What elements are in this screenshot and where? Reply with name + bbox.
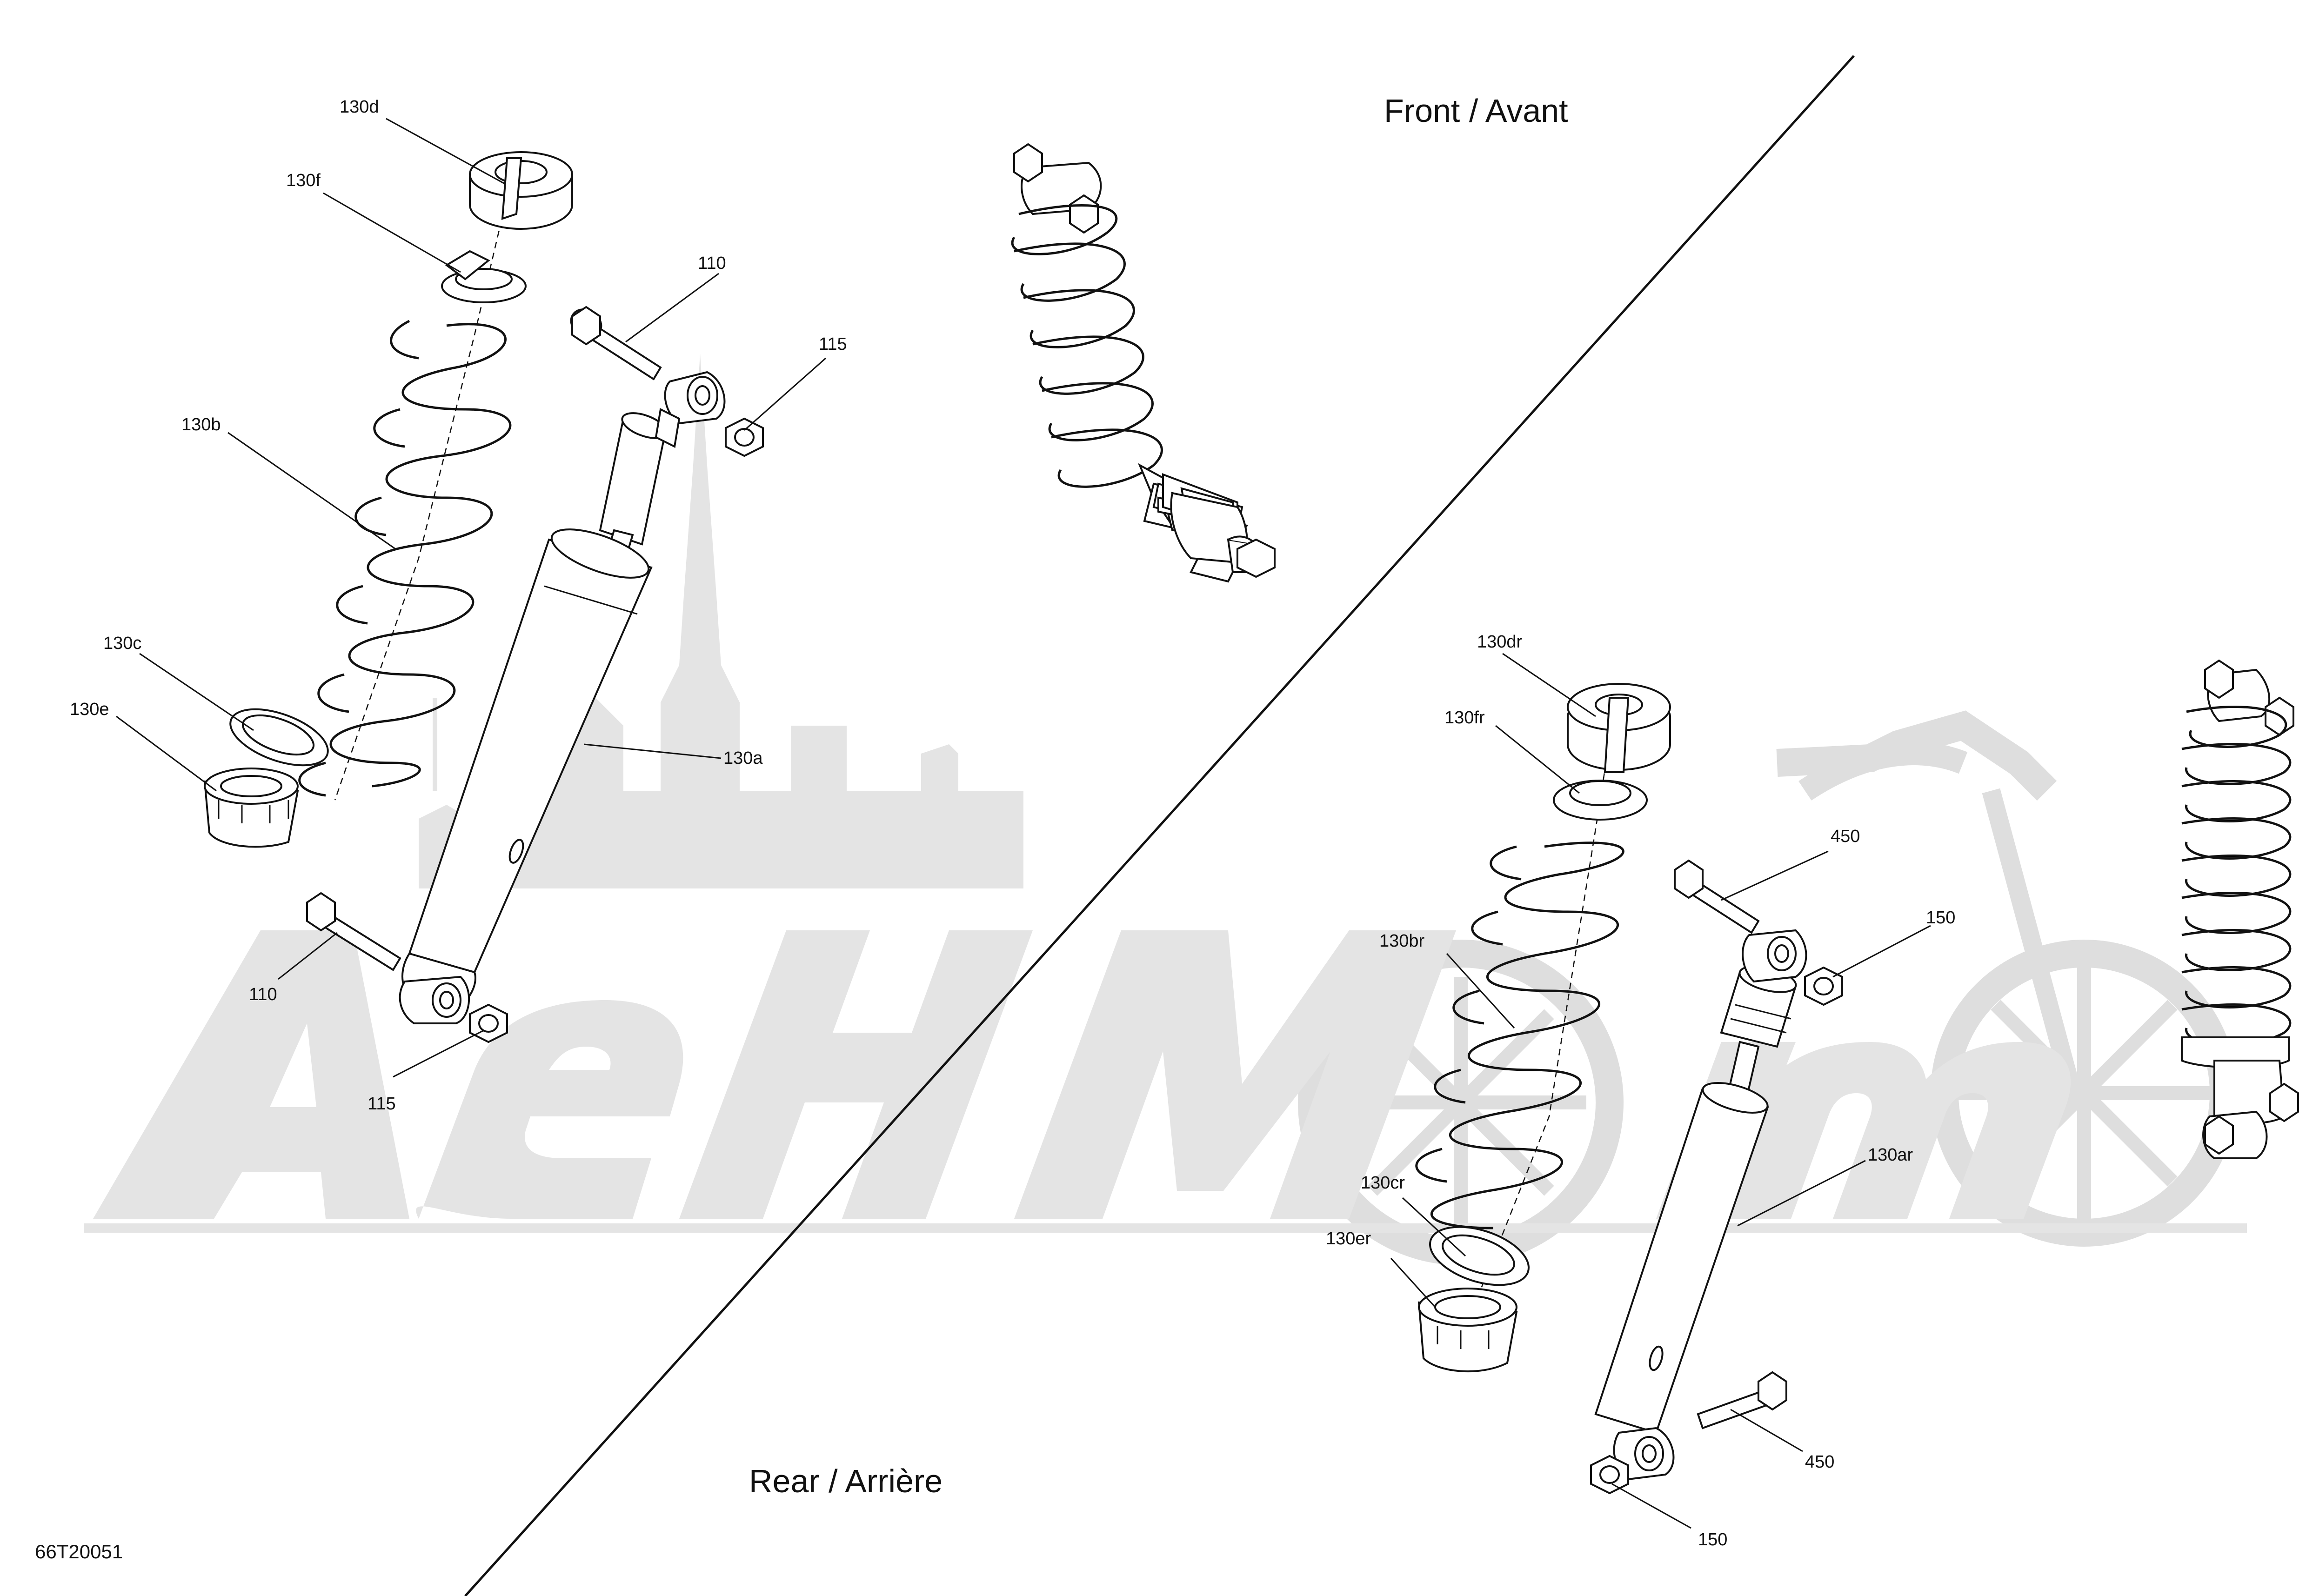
- callout-leaders: [116, 118, 1931, 1529]
- front-coil-spring: [298, 320, 512, 797]
- rear-bottom-bolt: [1697, 1371, 1787, 1429]
- rear-assembled-shock: [2181, 659, 2299, 1159]
- rear-callout-labels: 130dr 130fr 130br 130cr 130er 130ar 450 …: [1326, 632, 1955, 1549]
- callout-front-spring-seat-ring: 130c: [103, 634, 141, 653]
- rear-top-nut: [1804, 966, 1843, 1006]
- rear-spring-seat-ring: [1429, 1226, 1530, 1286]
- front-spring-retainer: [441, 250, 527, 303]
- rear-exploded-assembly: [1415, 683, 1843, 1495]
- front-bottom-eye: [399, 975, 470, 1024]
- section-divider-line: [464, 55, 1855, 1596]
- front-spring-seat-ring: [229, 708, 329, 767]
- callout-front-coil-spring: 130b: [181, 415, 221, 434]
- callout-rear-adjuster-collar: 130er: [1326, 1229, 1371, 1249]
- rear-upper-spring-cup: [1567, 683, 1671, 773]
- front-top-eye: [655, 371, 726, 448]
- rear-coil-spring: [1415, 841, 1624, 1229]
- callout-rear-bolt-top: 450: [1831, 827, 1860, 846]
- rear-top-eye: [1742, 929, 1807, 983]
- front-upper-spring-cup: [469, 151, 573, 230]
- callout-front-shock-body: 130a: [723, 748, 763, 768]
- callout-front-spring-retainer: 130f: [286, 171, 321, 190]
- callout-front-nut-bottom: 115: [368, 1094, 396, 1114]
- callout-rear-spring-seat-ring: 130cr: [1361, 1173, 1405, 1193]
- rear-top-bolt: [1674, 859, 1760, 934]
- callout-rear-nut-top: 150: [1926, 908, 1955, 928]
- callout-rear-spring-retainer: 130fr: [1444, 708, 1485, 728]
- front-exploded-assembly: [203, 151, 764, 1043]
- callout-rear-spring-cup-upper: 130dr: [1477, 632, 1523, 652]
- callout-rear-coil-spring: 130br: [1379, 931, 1425, 951]
- rear-bottom-nut: [1590, 1455, 1629, 1495]
- callout-rear-bolt-bottom: 450: [1805, 1452, 1834, 1472]
- callout-rear-nut-bottom: 150: [1698, 1530, 1727, 1549]
- watermark-lettering: [84, 930, 2247, 1233]
- callout-front-bolt-bottom: 110: [249, 985, 277, 1004]
- callout-rear-shock-body: 130ar: [1868, 1145, 1913, 1165]
- callout-front-nut-top: 115: [819, 334, 847, 354]
- front-adjuster-collar: [203, 768, 299, 848]
- front-top-nut: [725, 417, 764, 457]
- front-bottom-bolt: [306, 892, 401, 971]
- rear-adjuster-collar: [1417, 1288, 1518, 1373]
- callout-front-adjuster-collar: 130e: [70, 700, 109, 719]
- drawing-code: 66T20051: [35, 1541, 123, 1563]
- front-bottom-nut: [469, 1003, 508, 1043]
- rear-spring-retainer: [1553, 780, 1648, 821]
- front-spring-axis: [334, 176, 513, 801]
- callout-front-spring-cup-upper: 130d: [340, 97, 379, 117]
- front-callout-labels: 130d 130f 130b 130c 130e 130a 110 115 11…: [70, 97, 847, 1114]
- front-assembled-shock: [1011, 143, 1276, 583]
- rear-section-title: Rear / Arrière: [749, 1463, 942, 1499]
- front-section-title: Front / Avant: [1384, 93, 1568, 129]
- front-top-bolt: [570, 306, 662, 381]
- callout-front-bolt-top: 110: [698, 254, 726, 273]
